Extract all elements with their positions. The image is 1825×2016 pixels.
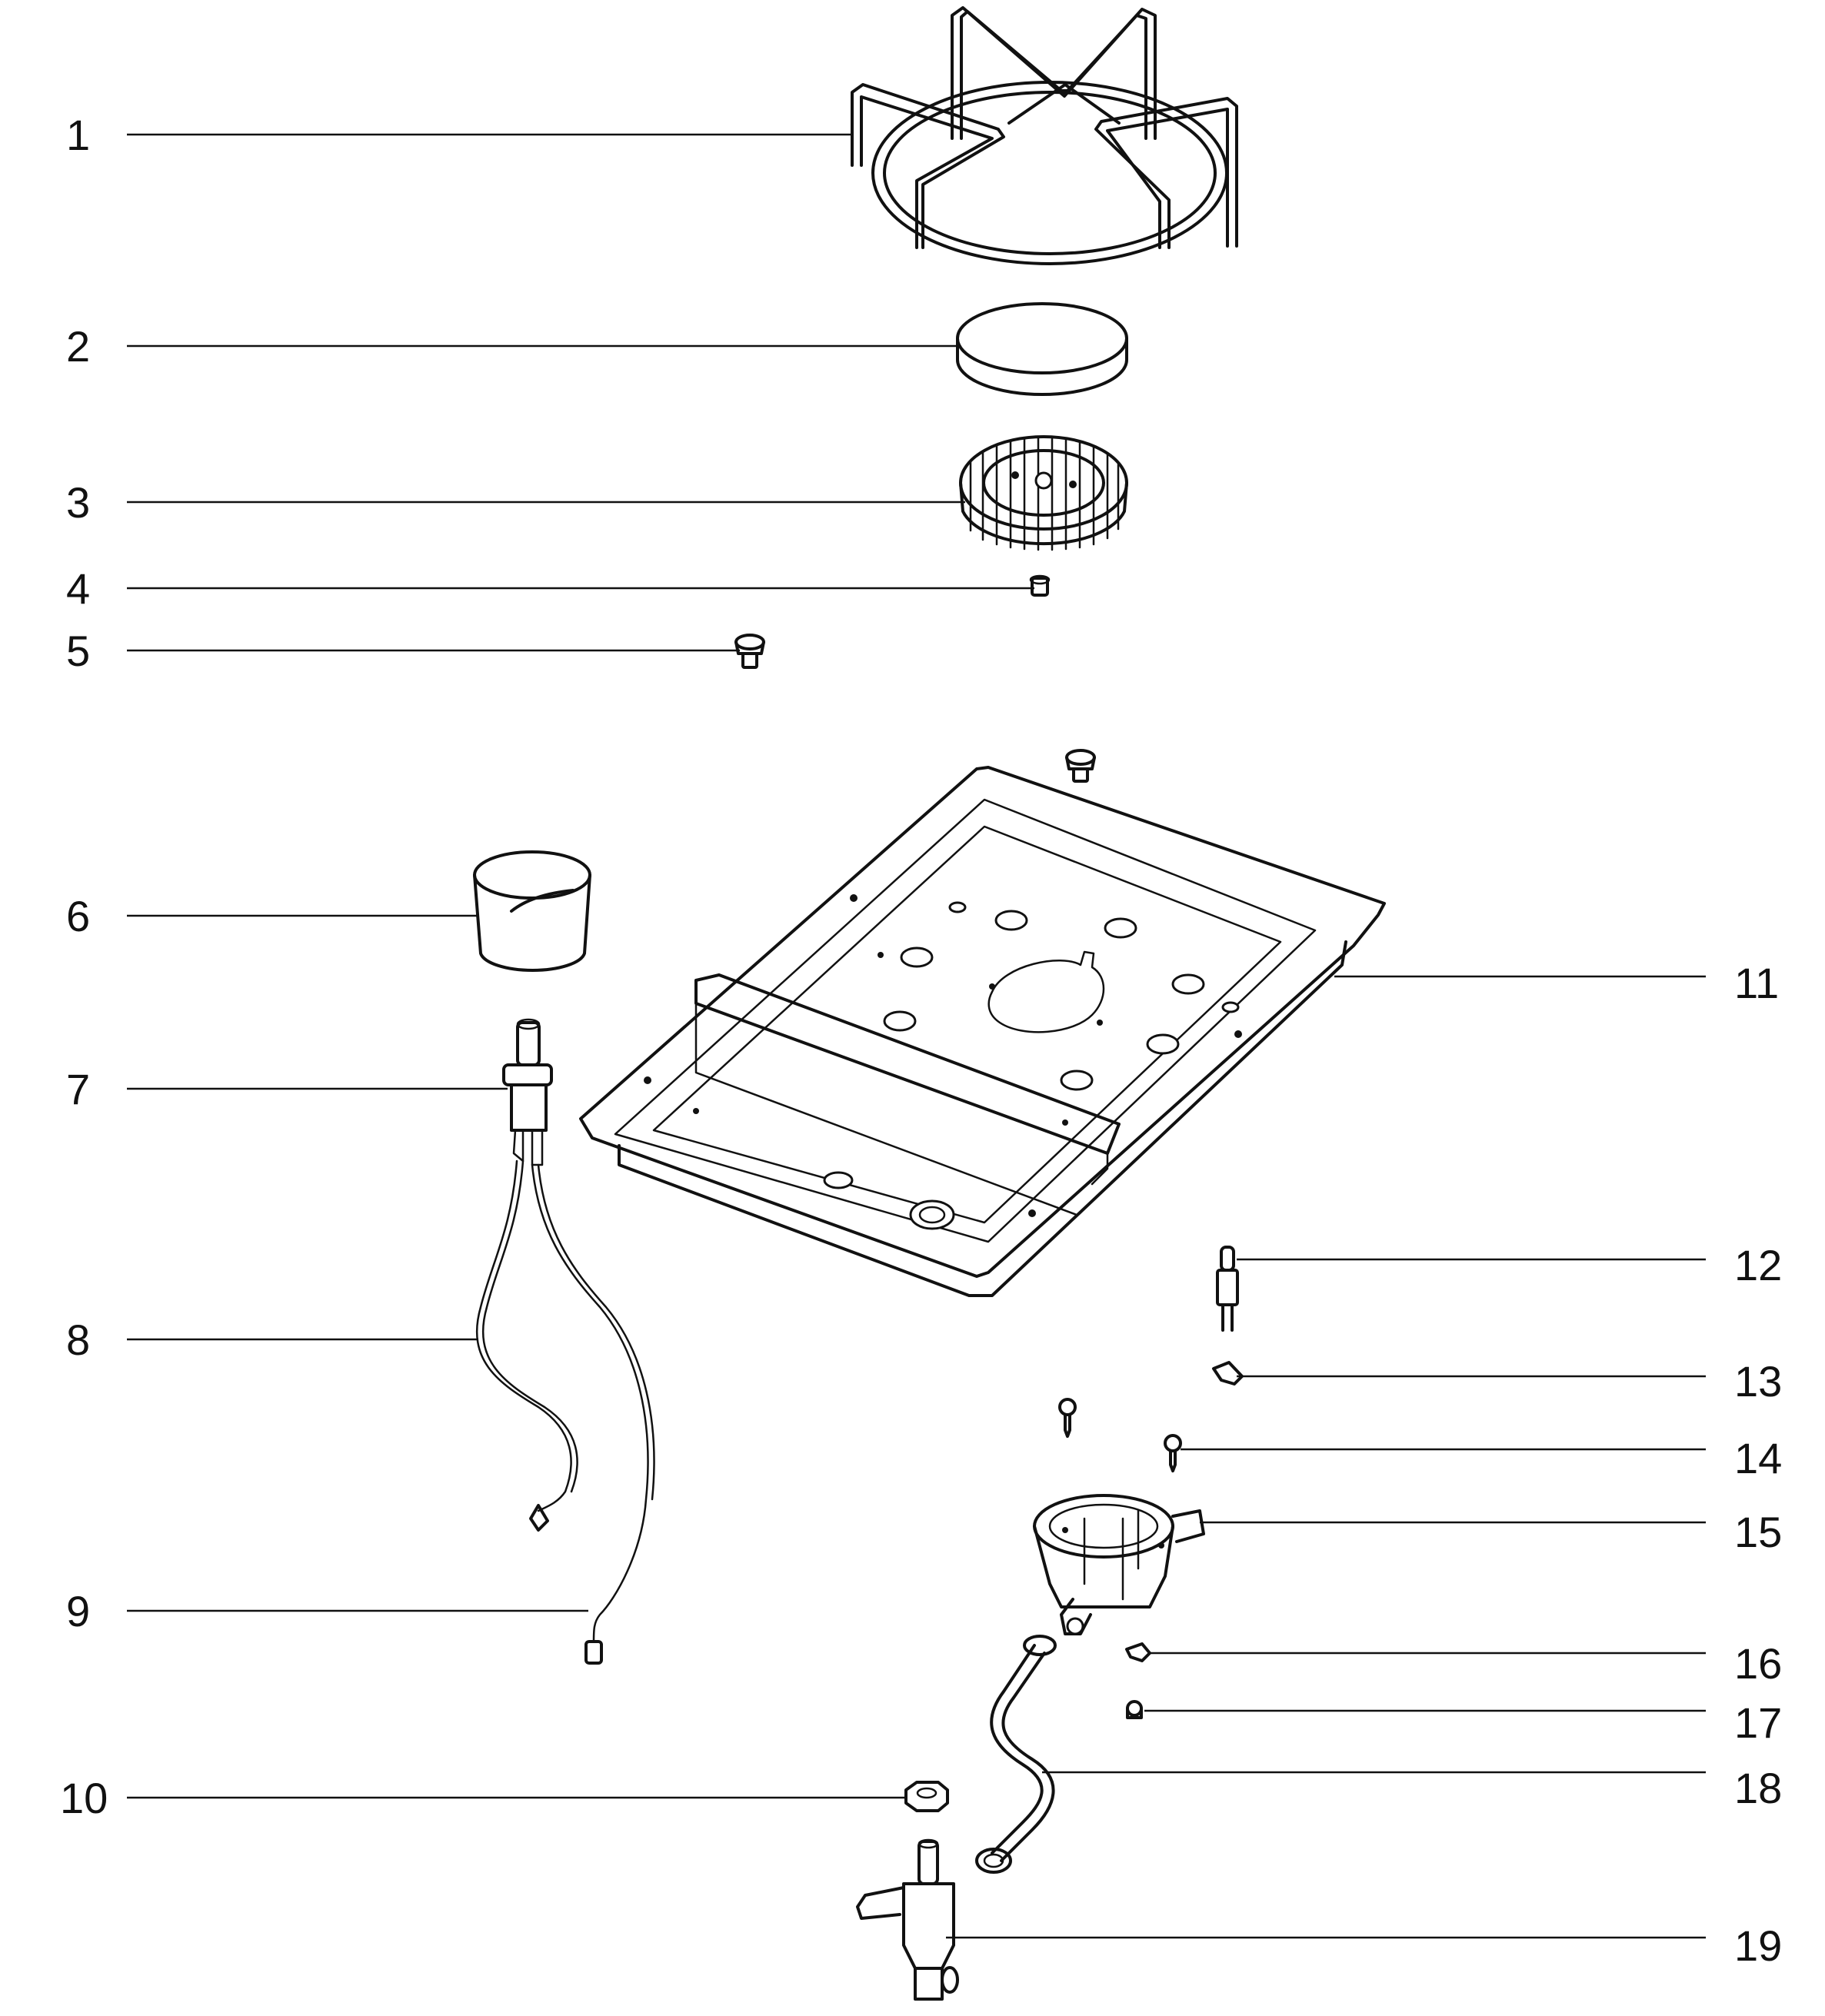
injector bbox=[734, 634, 765, 669]
pan-support-grate bbox=[851, 6, 1238, 265]
burner-body bbox=[1033, 1494, 1205, 1635]
hex-nut bbox=[904, 1781, 949, 1812]
leader-lines bbox=[127, 133, 1706, 1939]
flame-spreader bbox=[959, 435, 1128, 551]
callout-14: 14 bbox=[1734, 1434, 1782, 1482]
ignition-cables bbox=[475, 1159, 655, 1665]
callout-6: 6 bbox=[66, 892, 90, 940]
burner-tray bbox=[579, 766, 1386, 1297]
callout-labels: 1 2 3 4 5 6 7 8 9 10 11 12 13 14 15 16 1… bbox=[60, 111, 1782, 1970]
small-screw bbox=[1126, 1700, 1143, 1719]
callout-19: 19 bbox=[1734, 1921, 1782, 1970]
burner-cap bbox=[956, 302, 1128, 396]
callout-2: 2 bbox=[66, 322, 90, 371]
callout-7: 7 bbox=[66, 1065, 90, 1113]
callout-5: 5 bbox=[66, 627, 90, 675]
callout-18: 18 bbox=[1734, 1764, 1782, 1812]
ignition-electrode bbox=[1216, 1246, 1239, 1332]
ignition-switch bbox=[502, 1018, 553, 1166]
callout-1: 1 bbox=[66, 111, 90, 159]
callout-3: 3 bbox=[66, 478, 90, 527]
callout-10: 10 bbox=[60, 1774, 108, 1822]
small-clip bbox=[1125, 1642, 1151, 1662]
electrode-clip bbox=[1212, 1361, 1244, 1386]
callout-12: 12 bbox=[1734, 1241, 1782, 1289]
callout-9: 9 bbox=[66, 1587, 90, 1635]
injector-small bbox=[1029, 574, 1051, 597]
callout-17: 17 bbox=[1734, 1698, 1782, 1747]
fixing-screws bbox=[1058, 1398, 1182, 1472]
gas-pipe bbox=[975, 1635, 1057, 1874]
callout-8: 8 bbox=[66, 1316, 90, 1364]
callout-4: 4 bbox=[66, 564, 90, 613]
callout-15: 15 bbox=[1734, 1508, 1782, 1556]
callout-13: 13 bbox=[1734, 1357, 1782, 1406]
tray-fixing-screw bbox=[1065, 749, 1096, 783]
callout-11: 11 bbox=[1734, 959, 1779, 1007]
callout-16: 16 bbox=[1734, 1639, 1782, 1688]
control-knob bbox=[473, 850, 591, 972]
gas-valve bbox=[856, 1838, 959, 2001]
